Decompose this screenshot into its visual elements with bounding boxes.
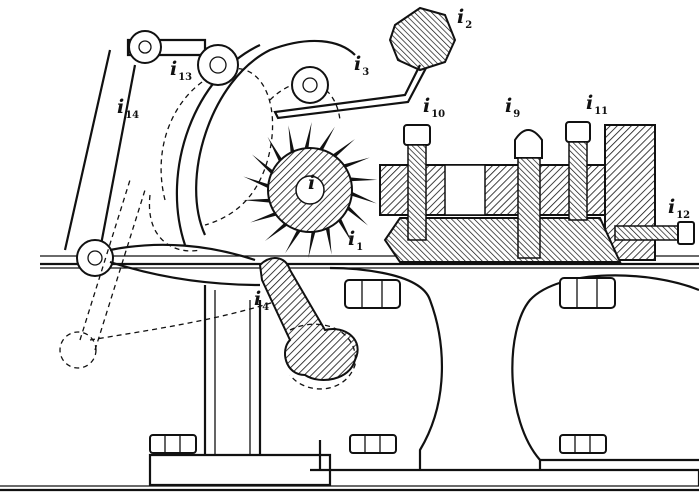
rail-bolt-left: [344, 279, 401, 309]
cutter-tooth: [347, 190, 377, 204]
cutter-tooth: [316, 126, 335, 154]
label-i3: i3: [354, 53, 370, 78]
foot-bolt-right: [559, 434, 607, 454]
cutter-tooth: [324, 222, 332, 255]
right-frame: [310, 266, 699, 486]
screw-i11: [565, 121, 591, 221]
label-i4: i4: [254, 288, 270, 313]
cutter-tooth: [242, 198, 275, 203]
label-i: i: [308, 172, 316, 194]
cutter-tooth: [267, 136, 285, 166]
handle-i4: [258, 257, 359, 390]
cutter-tooth: [329, 139, 356, 160]
cutter-tooth: [343, 202, 369, 226]
screw-i9: [514, 129, 543, 259]
label-i11: i11: [586, 92, 609, 117]
cutter-tooth: [243, 176, 273, 190]
screw-i12: [614, 221, 695, 245]
label-i1: i1: [348, 228, 364, 253]
label-i10: i10: [423, 95, 446, 120]
cutter-tooth: [303, 122, 312, 153]
lever-arm: [59, 30, 329, 369]
cutter-tooth: [250, 210, 281, 223]
cutter-wheel: [242, 122, 378, 258]
cutter-tooth: [264, 220, 291, 241]
rod-i3: [273, 64, 427, 120]
rail-bolt-right: [559, 277, 616, 309]
cutter-tooth: [339, 157, 370, 170]
cutter-tooth: [335, 214, 353, 244]
label-i13: i13: [170, 58, 193, 83]
screw-i10: [403, 124, 431, 241]
cutter-tooth: [345, 177, 378, 182]
cutter-tooth: [308, 227, 317, 258]
left-pedestal: [148, 285, 332, 487]
label-i12: i12: [668, 196, 691, 221]
base-line: [0, 485, 699, 492]
label-i2: i2: [457, 6, 473, 31]
knob-i2: [388, 6, 457, 72]
foot-bolt-center: [349, 434, 397, 454]
cutter-tooth: [251, 154, 277, 178]
label-i9: i9: [505, 95, 521, 120]
cutter-tooth: [285, 226, 304, 254]
cutter-tooth: [288, 125, 296, 158]
label-i14: i14: [117, 96, 140, 121]
foot-bolt-left: [149, 434, 197, 454]
